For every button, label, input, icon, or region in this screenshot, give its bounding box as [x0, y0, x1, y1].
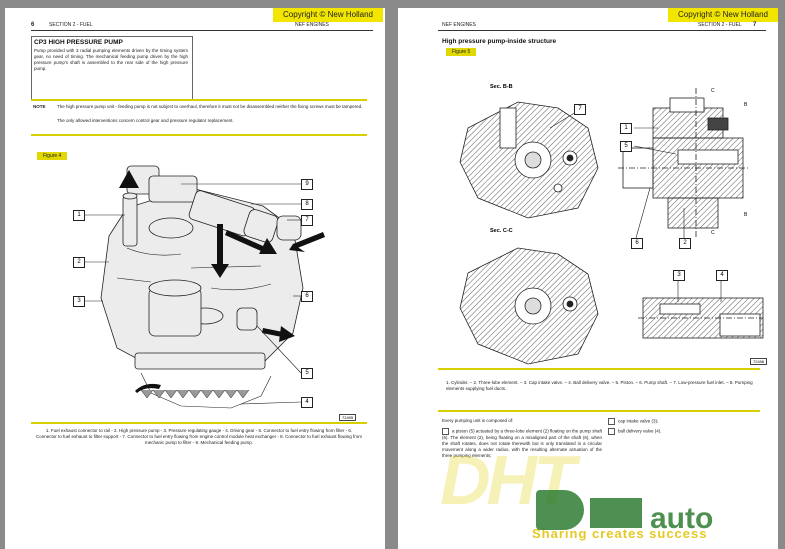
callout-7: 7	[574, 104, 586, 115]
watermark-brand: auto	[650, 502, 714, 535]
callout-2: 2	[679, 238, 691, 249]
divider	[31, 99, 367, 101]
callout-5: 5	[301, 368, 313, 379]
section-heading: CP3 HIGH PRESSURE PUMP	[34, 39, 123, 46]
figure-caption: 1. Fuel exhaust connector to rail - 2. H…	[36, 428, 362, 445]
section-mark-b: B	[744, 102, 748, 108]
callout-8: 8	[301, 199, 313, 210]
callout-4: 4	[716, 270, 728, 281]
callout-7: 7	[301, 215, 313, 226]
section-cc-label: Sec. C-C	[490, 228, 513, 234]
figure-caption: 1. Cylinder. – 2. Three-lobe element. – …	[446, 380, 753, 391]
composed-intro: Every pumping unit is composed of:	[442, 418, 514, 423]
callout-5: 5	[620, 141, 632, 152]
watermark-d-shape	[536, 490, 584, 530]
copyright-badge: Copyright © New Holland	[668, 8, 778, 22]
callout-2: 2	[73, 257, 85, 268]
divider	[31, 422, 367, 424]
page-7: Copyright © New Holland NEF ENGINES SECT…	[398, 8, 778, 549]
callout-6: 6	[631, 238, 643, 249]
callout-6: 6	[301, 291, 313, 302]
callout-1: 1	[620, 123, 632, 134]
engine-title: NEF ENGINES	[295, 22, 329, 28]
section-mark-b: B	[744, 212, 748, 218]
page-header: 6 SECTION 2 - FUEL NEF ENGINES	[5, 20, 385, 31]
divider	[438, 410, 760, 412]
figure-label: Figure 4	[37, 152, 68, 160]
callout-4: 4	[301, 397, 313, 408]
section-bb-label: Sec. B-B	[490, 84, 513, 90]
page-number: 6	[31, 22, 35, 28]
composed-item-3: ball delivery valve (4).	[608, 428, 662, 435]
bullet-box	[608, 428, 615, 435]
note-line-1: The high pressure pump unit - feeding pu…	[57, 104, 363, 109]
section-mark-c: C	[711, 230, 715, 236]
note-label: NOTE	[33, 104, 46, 109]
copyright-badge: Copyright © New Holland	[273, 8, 383, 22]
watermark-tagline: Sharing creates success	[532, 526, 708, 541]
bullet-box	[608, 418, 615, 425]
callout-3: 3	[73, 296, 85, 307]
divider	[31, 134, 367, 136]
section-heading: High pressure pump-inside structure	[442, 38, 557, 45]
pump-illustration	[85, 165, 325, 409]
page-header: NEF ENGINES SECTION 2 - FUEL 7	[398, 20, 778, 31]
section-mark-c: C	[711, 88, 715, 94]
callout-1: 1	[73, 210, 85, 221]
callout-3: 3	[673, 270, 685, 281]
callout-9: 9	[301, 179, 313, 190]
section-title: SECTION 2 - FUEL	[698, 22, 742, 28]
note-line-2: The only allowed interventions concern c…	[57, 118, 234, 123]
intro-text: Pump provided with 3 radial pumping elem…	[34, 48, 188, 71]
section-title: SECTION 2 - FUEL	[49, 22, 93, 28]
divider	[438, 368, 760, 370]
figure-label: Figure 5	[446, 48, 477, 56]
page-6: Copyright © New Holland 6 SECTION 2 - FU…	[5, 8, 385, 549]
cross-section-drawings	[459, 88, 764, 365]
watermark-logo: DHT auto Sharing creates success	[440, 440, 770, 541]
engine-title: NEF ENGINES	[442, 22, 476, 28]
page-number: 7	[753, 22, 757, 28]
composed-item-1: a piston (5) actuated by a three-lobe el…	[442, 428, 602, 458]
figure-code: 72495	[339, 414, 357, 421]
composed-item-2: cap intake valve (3);	[608, 418, 658, 425]
bullet-box	[442, 428, 449, 435]
figure-code: 72496	[750, 358, 768, 365]
watermark-ht-shape	[590, 498, 642, 528]
